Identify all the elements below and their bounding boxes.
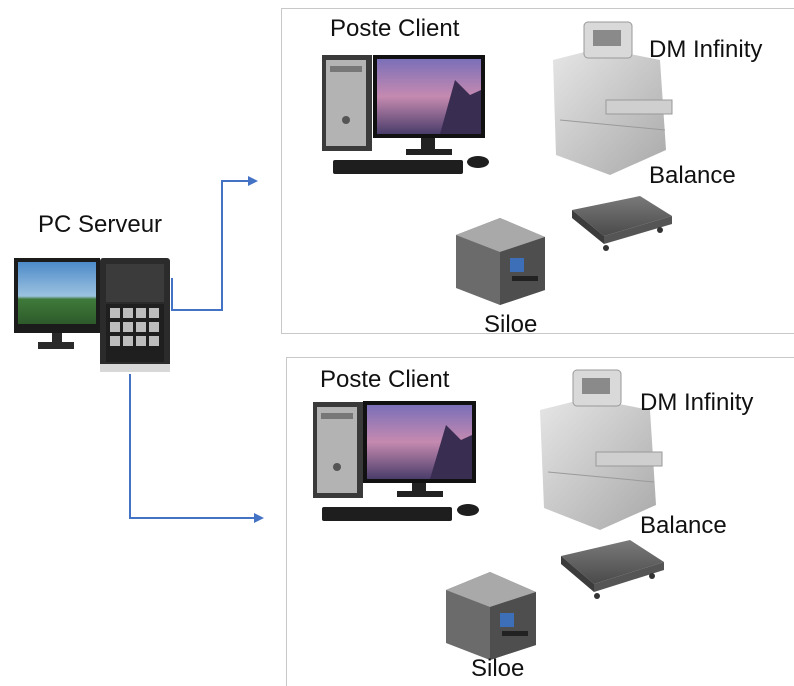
client-pc-icon-1 (322, 55, 489, 174)
dm-infinity-device-icon-1 (553, 21, 673, 175)
connector-top (171, 176, 258, 311)
dm-infinity-label-1: DM Infinity (649, 36, 763, 63)
dm-infinity-label-2: DM Infinity (640, 389, 754, 416)
server-monitor-icon (14, 258, 100, 349)
workstation-label-2: Poste Client (320, 366, 450, 393)
siloe-printer-icon-1 (456, 218, 545, 305)
scale-icon-1 (572, 196, 672, 251)
siloe-label-1: Siloe (484, 311, 538, 338)
scale-label-2: Balance (640, 512, 727, 539)
siloe-label-2: Siloe (471, 655, 525, 682)
scale-label-1: Balance (649, 162, 736, 189)
connector-bottom (129, 374, 264, 523)
dm-infinity-device-icon-2 (540, 369, 663, 530)
workstation-label-1: Poste Client (330, 15, 460, 42)
scale-icon-2 (561, 540, 664, 599)
server-label: PC Serveur (38, 211, 163, 238)
client-pc-icon-2 (313, 401, 479, 521)
siloe-printer-icon-2 (446, 572, 536, 660)
server-tower-icon (100, 258, 170, 372)
